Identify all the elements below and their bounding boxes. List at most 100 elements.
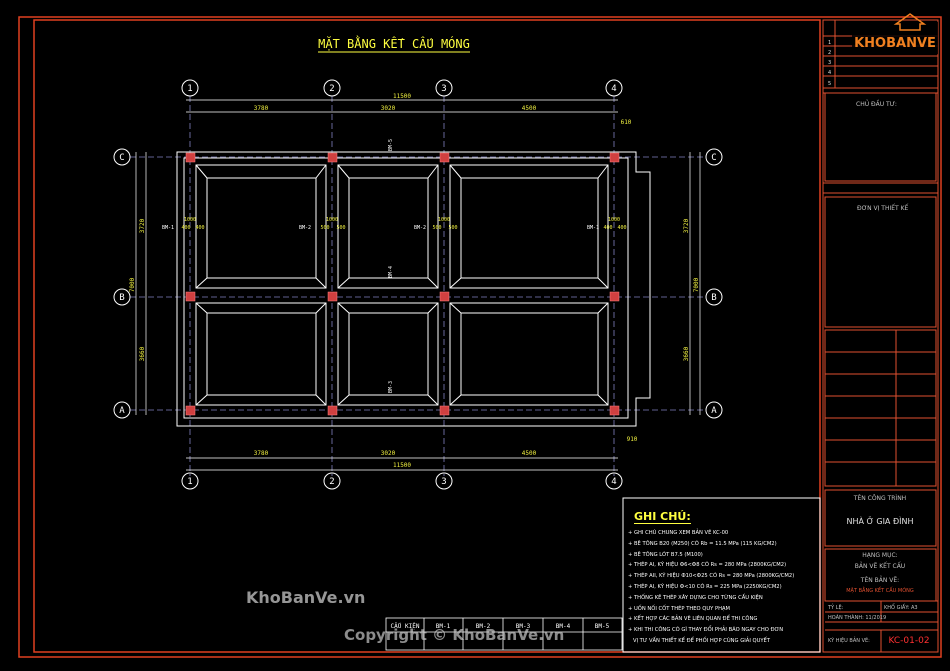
- beam-table-text: CẤU KIỆN BM-1 BM-2 BM-3 BM-4 BM-5: [391, 622, 610, 630]
- axis-4-bottom: 4: [611, 477, 616, 487]
- note-bullet-icon: +: [628, 540, 634, 547]
- dim-span-2-top: 3020: [381, 105, 396, 112]
- dim-overall-bottom: 11500: [393, 462, 411, 469]
- notes-panel: GHI CHÚ: + GHI CHÚ CHUNG XEM BẢN VẼ KC-0…: [628, 505, 818, 647]
- axis-3-top: 3: [441, 84, 446, 94]
- small-dim-j: 1000: [608, 217, 620, 223]
- project-label: TÊN CÔNG TRÌNH: [853, 494, 906, 502]
- small-dim-l: 400: [617, 225, 626, 231]
- beam-label-2b: BM-2: [414, 225, 426, 231]
- watermark-copyright: Copyright © KhoBanVe.vn: [344, 626, 565, 644]
- scale-label: TỶ LỆ:: [827, 603, 844, 611]
- rev-row-1: 1: [828, 40, 831, 46]
- small-dim-i: 500: [448, 225, 457, 231]
- beam-label-4: BM-4: [388, 266, 394, 278]
- note-item: + UỐN NỐI CỐT THÉP THEO QUY PHẠM: [628, 604, 818, 615]
- note-bullet-icon: +: [628, 551, 634, 558]
- table-col-1: BM-1: [436, 623, 451, 630]
- number-label: KÝ HIỆU BẢN VẼ:: [828, 636, 870, 644]
- rev-row-4: 4: [828, 70, 831, 76]
- house-icon: [893, 13, 927, 31]
- rev-row-5: 5: [828, 81, 831, 87]
- note-item: + BÊ TÔNG LÓT B7.5 (M100): [628, 550, 818, 561]
- table-header: CẤU KIỆN: [391, 622, 420, 630]
- dim-texts-vertical: 3720 7000 3660 3720 7000 3660: [129, 218, 700, 361]
- dim-lines: [135, 99, 701, 471]
- dim-span-2-bottom: 3020: [381, 450, 396, 457]
- small-dim-f: 500: [336, 225, 345, 231]
- beam-label-2a: BM-2: [299, 225, 311, 231]
- note-bullet-icon: +: [628, 583, 634, 590]
- note-text: THÉP AI, KÝ HIỆU Ф<10 CÓ Rs = 225 MPa (2…: [634, 583, 782, 590]
- notes-box: [622, 497, 821, 653]
- note-text: GHI CHÚ CHUNG XEM BẢN VẼ KC-00: [634, 530, 729, 536]
- dim-left-span-2: 3660: [139, 346, 146, 361]
- inner-frame: [33, 19, 821, 653]
- note-item: + THÉP AI, KÝ HIỆU Ф<10 CÓ Rs = 225 MPa …: [628, 582, 818, 593]
- axis-1-top: 1: [187, 84, 192, 94]
- beam-labels: BM-1 BM-2 BM-2 BM-1 BM-5 BM-4 BM-3: [162, 139, 599, 393]
- small-dim-g: 1000: [438, 217, 450, 223]
- note-bullet-icon: +: [628, 530, 634, 536]
- note-text: BÊ TÔNG B20 (M250) CÓ Rb = 11.5 MPa (115…: [634, 540, 777, 547]
- beam-label-5: BM-5: [388, 139, 394, 151]
- beam-label-left: BM-1: [162, 225, 174, 231]
- note-bullet-icon: +: [628, 573, 634, 580]
- axis-b-right: B: [711, 293, 716, 303]
- note-text: THÉP AII, KÝ HIỆU Ф10<Ф25 CÓ Rs = 280 MP…: [634, 573, 795, 580]
- dim-texts: 11500 3780 3020 4500 3780 3020 4500 1150…: [254, 93, 638, 469]
- sheet-value: MẶT BẰNG KẾT CẤU MÓNG: [846, 586, 914, 594]
- small-dim-a: 1000: [184, 217, 196, 223]
- dim-corner-bottom: 910: [627, 436, 638, 443]
- dim-right-mid: 7000: [693, 277, 700, 292]
- note-item: + THỐNG KÊ THÉP XÂY DỰNG CHO TỪNG CẤU KI…: [628, 593, 818, 604]
- table-col-3: BM-3: [516, 623, 531, 630]
- note-bullet-icon: +: [628, 627, 634, 634]
- beam-table: [385, 617, 623, 651]
- dim-left-mid: 7000: [129, 277, 136, 292]
- note-bullet-icon: +: [628, 616, 634, 623]
- note-bullet-icon: +: [628, 562, 634, 569]
- axis-labels: 1 2 3 4 1 2 3 4 C B A C B A: [119, 84, 717, 487]
- project-name: NHÀ Ở GIA ĐÌNH: [847, 515, 914, 526]
- small-dim-e: 500: [320, 225, 329, 231]
- note-item: + GHI CHÚ CHUNG XEM BẢN VẼ KC-00: [628, 528, 818, 539]
- dim-right-span-2: 3660: [683, 346, 690, 361]
- sheet-number: KC-01-02: [888, 636, 929, 646]
- rev-row-3: 3: [828, 60, 831, 66]
- dim-span-3-top: 4500: [522, 105, 537, 112]
- beam-label-3: BM-3: [388, 381, 394, 393]
- foundation-plan: [176, 151, 651, 427]
- axis-4-top: 4: [611, 84, 616, 94]
- axis-c-right: C: [711, 153, 716, 163]
- note-text: THÉP AI, KÝ HIỆU Ф6<Ф8 CÓ Rs = 280 MPa (…: [634, 562, 787, 569]
- note-item: + KẾT HỢP CÁC BẢN VẼ LIÊN QUAN ĐỂ THI CÔ…: [628, 614, 818, 625]
- date-label: HOÀN THÀNH: 11/2019: [828, 614, 886, 621]
- sheet-label: TÊN BẢN VẼ:: [860, 576, 899, 584]
- small-dim-b: 400: [181, 225, 190, 231]
- axis-bubbles-top: [113, 79, 723, 490]
- note-text: BÊ TÔNG LÓT B7.5 (M100): [634, 551, 703, 558]
- table-col-5: BM-5: [595, 623, 610, 630]
- note-item: + KHI THI CÔNG CÓ GÌ THAY ĐỔI PHẢI BÁO N…: [628, 625, 818, 636]
- dim-span-1-top: 3780: [254, 105, 269, 112]
- design-unit-label: ĐƠN VỊ THIẾT KẾ: [857, 204, 909, 212]
- axis-a-right: A: [711, 406, 717, 416]
- axis-c-left: C: [119, 153, 124, 163]
- axis-2-top: 2: [329, 84, 334, 94]
- axis-2-bottom: 2: [329, 477, 334, 487]
- category-label: HẠNG MỤC:: [862, 552, 897, 559]
- note-text: THỐNG KÊ THÉP XÂY DỰNG CHO TỪNG CẤU KIỆN: [634, 594, 763, 601]
- small-dim-h: 500: [432, 225, 441, 231]
- outer-frame: [18, 16, 942, 658]
- note-item: + THÉP AI, KÝ HIỆU Ф6<Ф8 CÓ Rs = 280 MPa…: [628, 560, 818, 571]
- titleblock-labels: CHỦ ĐẦU TƯ: ĐƠN VỊ THIẾT KẾ TÊN CÔNG TRÌ…: [827, 100, 918, 644]
- note-item: + THÉP AII, KÝ HIỆU Ф10<Ф25 CÓ Rs = 280 …: [628, 571, 818, 582]
- note-text: UỐN NỐI CỐT THÉP THEO QUY PHẠM: [634, 605, 731, 612]
- axis-1-bottom: 1: [187, 477, 192, 487]
- small-dim-k: 400: [603, 225, 612, 231]
- dim-span-1-bottom: 3780: [254, 450, 269, 457]
- table-col-4: BM-4: [556, 623, 571, 630]
- note-item: VỊ TƯ VẤN THIẾT KẾ ĐỂ PHỐI HỢP CÙNG GIẢI…: [628, 636, 818, 647]
- brand-logo: KHOBANVE: [852, 13, 938, 54]
